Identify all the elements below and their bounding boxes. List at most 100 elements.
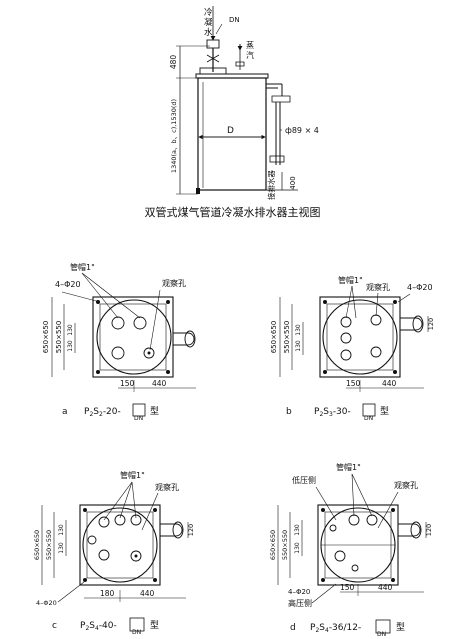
- view-c-cap-leader-3: [131, 481, 137, 519]
- view-a-cap-leader-1: [81, 272, 119, 319]
- view-a-dim-outer-text: 650×650: [42, 321, 50, 354]
- view-c-model-suffix: -40-: [99, 621, 117, 631]
- view-b-dn: DN: [364, 415, 373, 422]
- view-b-pipe-5: [370, 346, 382, 358]
- view-c-model-s: S: [89, 621, 95, 631]
- view-b-dim-120: 120: [427, 318, 435, 330]
- view-a-outlet: [172, 332, 195, 346]
- view-b-dim-440-text: 440: [382, 379, 397, 388]
- view-c-hole-leader: [141, 492, 159, 531]
- view-a-inner-plate: [99, 303, 167, 371]
- view-c-model-s1: 2: [85, 625, 89, 632]
- view-b-model-s1: 2: [319, 411, 323, 418]
- view-b-type: 型: [380, 406, 389, 417]
- view-b-outlet: [399, 317, 423, 331]
- view-c-outer-plate: [79, 504, 161, 586]
- view-d-label-high: 高压侧: [288, 598, 312, 608]
- view-a-dim-440-text: 440: [152, 379, 167, 388]
- funnel: [271, 95, 291, 103]
- view-d-outlet: [397, 523, 421, 537]
- view-a-hole-leader: [149, 289, 161, 351]
- view-c-bolt-leader: [57, 581, 85, 603]
- view-c: 管帽1" 观察孔 120 650×650 550×550 130 130 18: [33, 470, 195, 636]
- view-d-dim-150-text: 150: [340, 583, 355, 592]
- view-b-pipe-3: [340, 349, 352, 361]
- view-b-label-bolts: 4–Φ20: [407, 283, 433, 292]
- view-d-label-cap: 管帽1": [336, 462, 361, 472]
- dim-480: 480: [169, 55, 178, 70]
- dim-d: D: [227, 126, 234, 136]
- view-d-high-leader: [311, 583, 337, 604]
- view-c-pipe-6-dot: [134, 554, 138, 558]
- view-b-pipe-2: [340, 332, 352, 344]
- view-a-label-bolts: 4–Φ20: [55, 280, 81, 289]
- view-d-type: 型: [396, 622, 405, 633]
- view-b-letter: b: [286, 407, 292, 417]
- view-b-tank-circle: [322, 299, 398, 375]
- view-d-dn: DN: [377, 631, 386, 638]
- view-a-pipe-3: [111, 346, 125, 360]
- view-c-label-cap: 管帽1": [120, 470, 145, 480]
- view-a-dim-130b-text: 130: [67, 340, 74, 352]
- dim-height: 1340(a、b、c),1530(d): [170, 99, 178, 173]
- view-c-dim-130b-text: 130: [58, 542, 65, 554]
- view-c-label-hole: 观察孔: [155, 482, 179, 492]
- view-d-pipe-3: [329, 524, 337, 532]
- view-a-model-s: S: [93, 407, 99, 417]
- view-d-dn-box: [375, 619, 391, 634]
- view-a-dn-box: [132, 403, 146, 417]
- view-d-model-s2: 4: [325, 627, 329, 634]
- steam-valve: [235, 61, 245, 67]
- view-a-model-p: P: [84, 407, 90, 417]
- view-c-letter: c: [52, 621, 57, 631]
- view-c-pipe-2: [114, 514, 126, 526]
- view-c-outlet: [159, 523, 183, 537]
- gate-valve: [206, 54, 220, 63]
- view-b-model-p: P: [314, 407, 320, 417]
- view-c-inner-plate: [86, 511, 154, 579]
- view-d-label-hole: 观察孔: [394, 480, 418, 490]
- label-coolwater-3: 水: [204, 27, 213, 38]
- view-c-bolt-1: [83, 508, 87, 512]
- view-a-model-s1: 2: [89, 411, 93, 418]
- view-a-model-s2: 2: [99, 411, 103, 418]
- label-coolwater-1: 冷: [204, 7, 213, 18]
- view-b-bolt-2: [393, 300, 397, 304]
- view-d-dim-120: 120: [425, 524, 433, 536]
- view-a-pipe-4: [143, 347, 155, 359]
- view-c-dim-180-text: 180: [100, 589, 115, 598]
- drain-flange: [269, 155, 285, 163]
- view-c-pipe-6: [130, 550, 142, 562]
- label-steam-1: 蒸: [246, 40, 254, 50]
- top-valve: [206, 39, 220, 49]
- view-c-dim-outer-text: 650×650: [33, 530, 41, 560]
- view-c-pipe-4: [87, 535, 97, 545]
- view-b-dim-130-text: 130: [295, 324, 302, 336]
- view-c-pipe-1: [98, 516, 110, 528]
- view-d-bolt-3: [321, 578, 325, 582]
- view-c-dim-inner-text: 550×550: [45, 530, 53, 560]
- view-a-outlet-flange: [184, 330, 196, 348]
- view-a-outer-plate: [92, 296, 174, 378]
- view-d-model-s: S: [319, 623, 325, 633]
- view-c-dim-120: 120: [187, 524, 195, 536]
- view-b-dim-150-text: 150: [346, 379, 361, 388]
- view-a-pipe-4-dot: [147, 351, 151, 355]
- view-d-bolt-1: [321, 508, 325, 512]
- main-front-view: 冷 凝 水 DN 蒸 汽 D ф89 ×: [145, 6, 321, 219]
- view-a: 管帽1" 观察孔 4–Φ20 650×650 550×550 130 130 1…: [42, 262, 196, 422]
- view-c-dn: DN: [132, 629, 141, 636]
- view-b-dim-130b-text: 130: [295, 340, 302, 352]
- view-c-dim-440-text: 440: [140, 589, 155, 598]
- main-caption: 双管式煤气管道冷凝水排水器主视图: [145, 205, 321, 219]
- label-drain: 接排水器: [266, 170, 276, 200]
- view-b-outlet-flange: [412, 315, 424, 333]
- view-d-model: P2S4-36/12-: [310, 623, 361, 634]
- view-c-label-bolts: 4–Φ20: [36, 599, 57, 607]
- view-c-dn-box: [129, 617, 145, 632]
- view-b-bolt-4: [393, 370, 397, 374]
- tank-foot-left: [196, 188, 200, 194]
- view-d-bolt-2: [391, 508, 395, 512]
- view-d-pipe-1: [348, 514, 360, 526]
